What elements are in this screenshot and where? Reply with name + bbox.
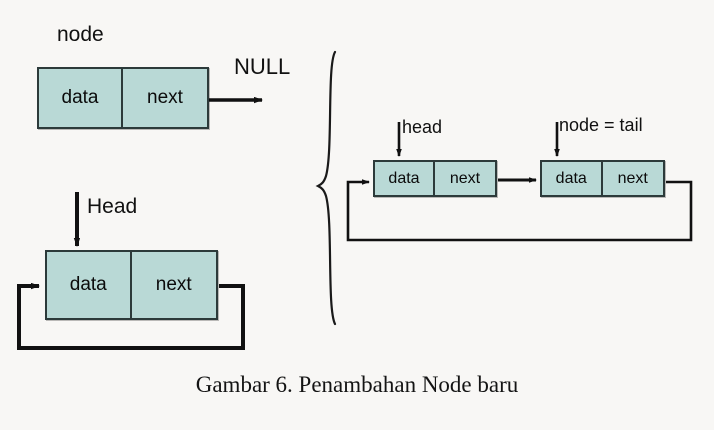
- node-next-cell: next: [147, 87, 183, 108]
- head-label-right: head: [402, 117, 443, 137]
- circular-loop-arrow: [346, 179, 693, 242]
- circular-node-box-second: data next: [540, 160, 665, 197]
- node-title-label: node: [57, 23, 104, 46]
- node-next-cell: next: [155, 274, 192, 295]
- single-node-box: data next: [37, 67, 209, 129]
- self-loop-arrow: [17, 282, 245, 350]
- grouping-brace: [315, 50, 337, 326]
- figure-caption: Gambar 6. Penambahan Node baru: [195, 372, 519, 397]
- head-label-left: Head: [87, 195, 138, 218]
- circular-node-box-first: data next: [373, 160, 497, 197]
- circular-node-box: data next: [45, 250, 218, 320]
- node-next-cell: next: [449, 169, 481, 187]
- node-data-cell: data: [47, 252, 132, 318]
- node-data-cell: data: [39, 69, 123, 127]
- null-label: NULL: [234, 54, 291, 79]
- node-next-cell: next: [617, 169, 648, 187]
- node-data-cell: data: [542, 162, 603, 195]
- node-tail-label: node = tail: [559, 115, 643, 135]
- node-data-cell: data: [375, 162, 435, 195]
